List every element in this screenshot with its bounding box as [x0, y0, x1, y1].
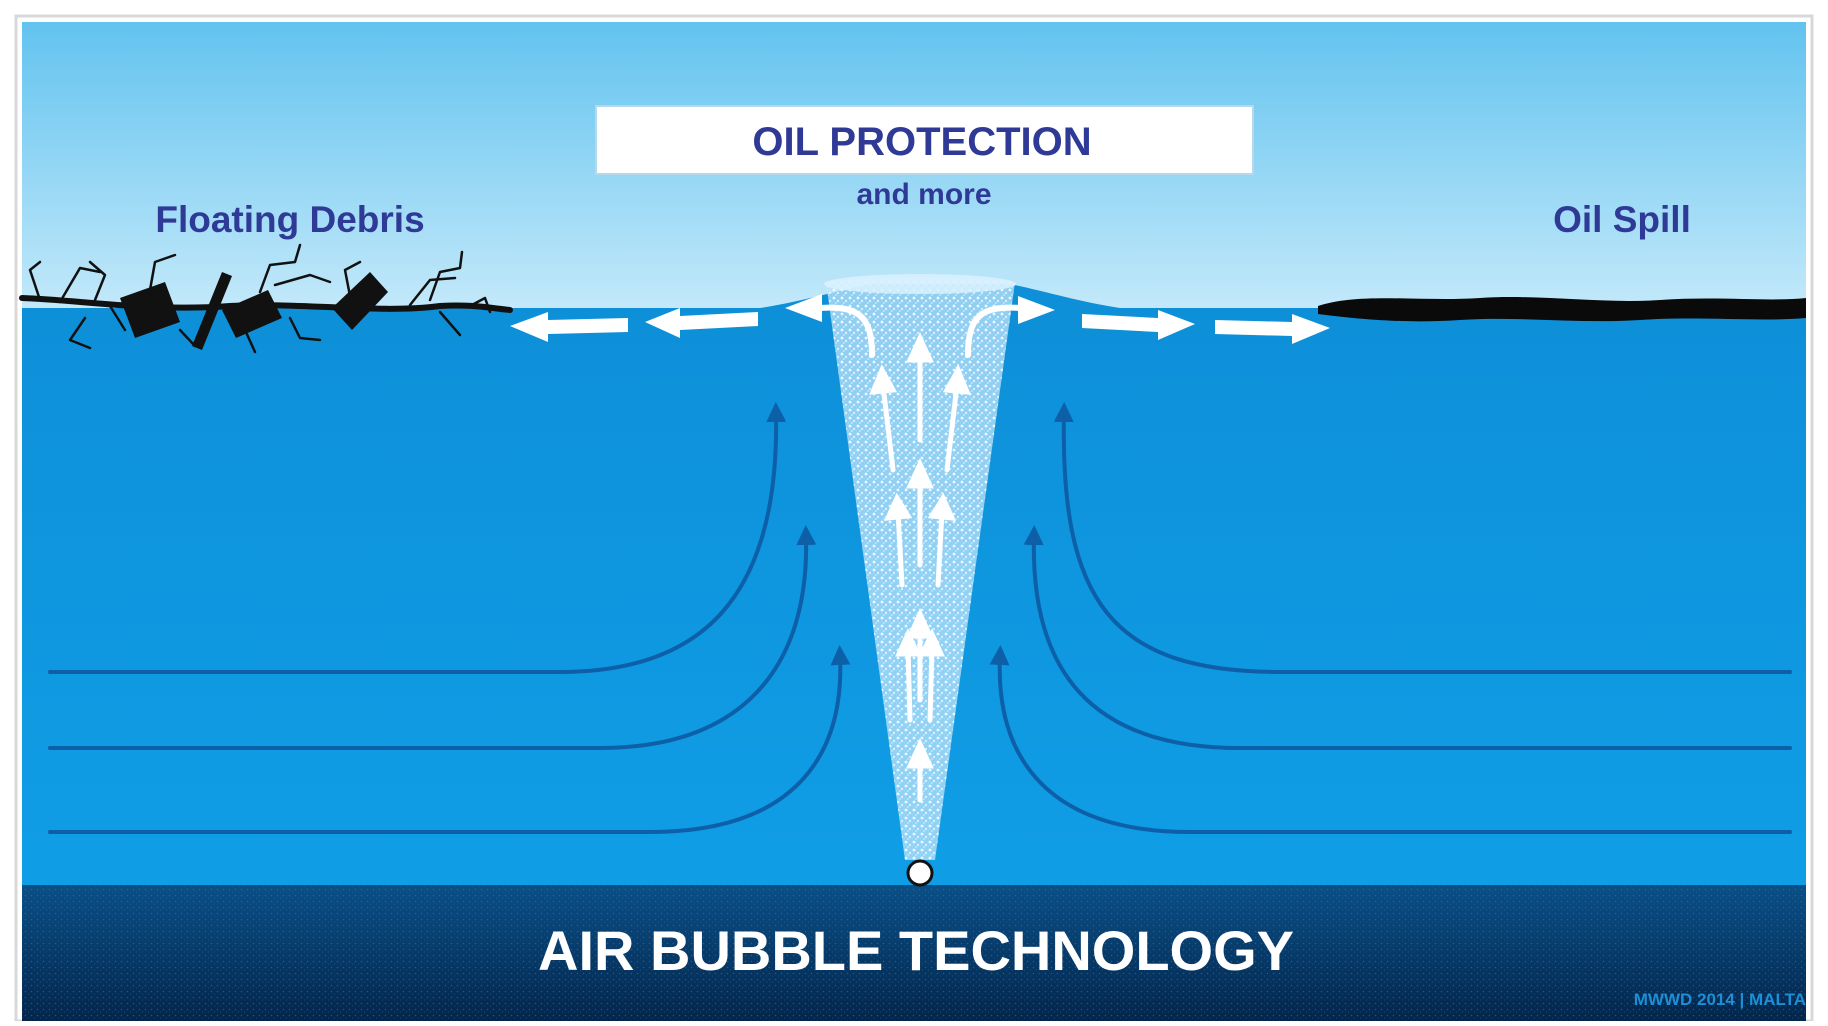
surface-arrows-left — [510, 308, 758, 342]
seabed — [22, 885, 1806, 1021]
surface-flow-arrow-icon — [645, 308, 758, 338]
floating-debris-label: Floating Debris — [155, 199, 424, 240]
current-lines-right — [989, 402, 1792, 834]
up-arrow-icon — [906, 331, 934, 443]
credit-text: MWWD 2014 | MALTA — [1634, 990, 1806, 1009]
diagram-subtitle: and more — [856, 178, 991, 211]
title-box — [595, 105, 1254, 175]
up-arrow-icon — [917, 628, 945, 723]
current-line — [989, 645, 1792, 834]
current-line — [1053, 402, 1792, 674]
surface-flow-arrow-icon — [1082, 310, 1195, 340]
up-arrow-icon — [906, 737, 934, 803]
diagram-title: OIL PROTECTION — [752, 120, 1091, 164]
surface-curve-arrowheads — [785, 294, 1055, 324]
bottom-title: AIR BUBBLE TECHNOLOGY — [538, 919, 1294, 982]
surface-flow-arrow-icon — [817, 304, 875, 358]
surface-flow-arrow-icon — [965, 304, 1023, 358]
current-line — [48, 645, 851, 834]
up-arrow-icon — [895, 628, 923, 723]
current-line — [48, 402, 787, 674]
surface-flow-arrow-icon — [510, 312, 628, 342]
oil-slick-icon — [1318, 297, 1806, 322]
surface-arrows-right — [1082, 310, 1330, 344]
current-line — [48, 525, 817, 750]
up-arrow-icon — [927, 492, 957, 588]
surface-curve-arrows — [817, 304, 1023, 358]
debris-icon — [19, 243, 513, 354]
up-arrow-icon — [906, 607, 934, 703]
bubble-plume-icon — [824, 274, 1016, 860]
diffuser-nozzle-icon — [906, 859, 934, 887]
oil-spill-label: Oil Spill — [1553, 199, 1691, 240]
up-arrows — [869, 331, 971, 803]
up-arrow-icon — [883, 492, 913, 588]
current-lines-left — [48, 402, 851, 834]
surface-flow-arrow-icon — [1215, 314, 1330, 344]
up-arrow-icon — [869, 364, 898, 473]
up-arrow-icon — [942, 364, 971, 473]
current-line — [1023, 525, 1792, 750]
up-arrow-icon — [906, 457, 934, 568]
